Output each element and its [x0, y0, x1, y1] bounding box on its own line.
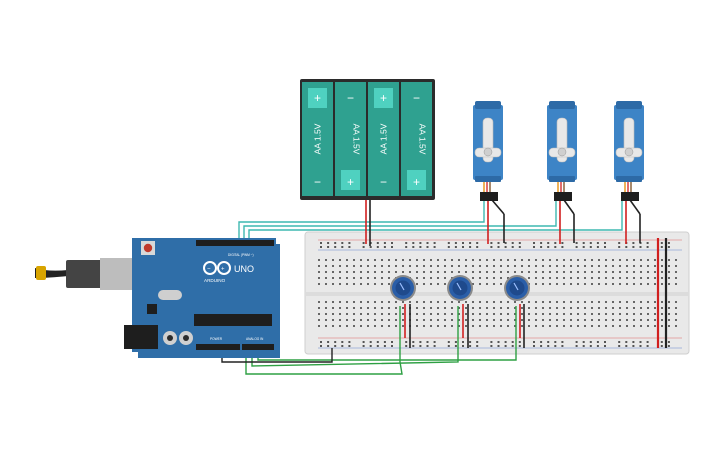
analog-header-label: ANALOG IN	[246, 337, 264, 341]
usb-cable-end	[36, 266, 46, 280]
battery-terminal-positive	[308, 88, 327, 108]
battery-terminal-bottom-label: −	[314, 175, 321, 189]
atmega-chip	[194, 314, 272, 326]
battery-terminal-positive	[341, 170, 360, 190]
potentiometer-3[interactable]	[504, 275, 530, 301]
servo-connector	[621, 192, 639, 201]
servo-connector	[480, 192, 498, 201]
analog-header[interactable]	[242, 344, 274, 350]
arduino-brand-label: ARDUINO	[204, 278, 226, 283]
battery-cell-label: AA 1.5V	[379, 123, 389, 154]
potentiometer-knob-indicator	[513, 282, 519, 291]
battery-cell-4: − + AA 1.5V	[401, 82, 432, 196]
signal-wire-1[interactable]	[238, 200, 485, 240]
power-jack	[124, 325, 158, 349]
battery-cell-label: AA 1.5V	[418, 124, 428, 155]
svg-text:−: −	[207, 267, 211, 273]
wires	[221, 198, 641, 375]
servo-connector	[554, 192, 572, 201]
servo-motor-1[interactable]	[473, 101, 503, 201]
battery-cell-3: + − AA 1.5V	[368, 82, 399, 196]
digital-header-label: DIGITAL (PWM ~)	[228, 253, 254, 257]
signal-wire-3[interactable]	[248, 200, 623, 240]
digital-header[interactable]	[196, 240, 274, 246]
servo-motor-2[interactable]	[547, 101, 577, 201]
potentiometers	[390, 275, 530, 301]
potentiometer-knob-indicator	[456, 282, 462, 291]
signal-wire-2[interactable]	[243, 200, 557, 240]
battery-cell-label: AA 1.5V	[313, 123, 323, 154]
potentiometer-2[interactable]	[447, 275, 473, 301]
reset-button[interactable]	[143, 243, 153, 253]
battery-terminal-bottom-label: +	[347, 175, 354, 189]
battery-terminal-top-label: +	[314, 91, 321, 105]
servos	[473, 101, 644, 201]
arduino-model-label: UNO	[234, 264, 254, 274]
battery-terminal-positive	[374, 88, 393, 108]
power-header-label: POWER	[210, 337, 223, 341]
battery-pack[interactable]: + − AA 1.5V − + AA 1.5V + − AA 1.5V − + AA 1.5V	[300, 79, 435, 200]
potentiometer-knob-indicator	[399, 282, 405, 291]
arduino-uno-board[interactable]: − + UNO ARDUINO DIGITAL (PWM ~) POWER AN…	[35, 238, 280, 358]
battery-terminal-top-label: −	[413, 91, 420, 105]
battery-terminal-bottom-label: −	[380, 175, 387, 189]
battery-cell-2: − + AA 1.5V	[335, 82, 366, 196]
servo-motor-3[interactable]	[614, 101, 644, 201]
potentiometer-1[interactable]	[390, 275, 416, 301]
battery-cell-label: AA 1.5V	[352, 124, 362, 155]
analog-wire-1[interactable]	[245, 306, 403, 375]
svg-text:+: +	[221, 267, 225, 273]
battery-terminal-positive	[407, 170, 426, 190]
breadboard[interactable]	[304, 231, 690, 355]
arduino-logo: − +	[203, 261, 231, 275]
battery-terminal-top-label: −	[347, 91, 354, 105]
battery-terminal-bottom-label: +	[413, 175, 420, 189]
battery-cell-1: + − AA 1.5V	[302, 82, 333, 196]
power-header[interactable]	[196, 344, 240, 350]
battery-terminal-top-label: +	[380, 91, 387, 105]
